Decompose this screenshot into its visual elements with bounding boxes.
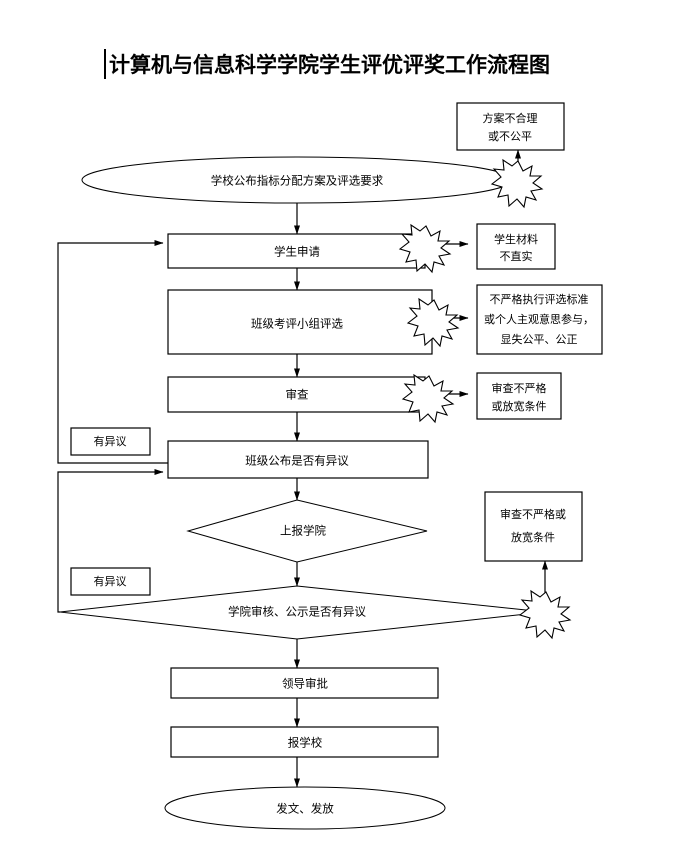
note-r4-line2: 或放宽条件 — [492, 399, 547, 413]
note-r3-line1: 不严格执行评选标准 — [490, 292, 589, 306]
note-r4-line1: 审查不严格 — [492, 381, 547, 395]
page-title: 计算机与信息科学学院学生评优评奖工作流程图 — [104, 44, 634, 84]
node-n8-label: 领导审批 — [282, 677, 328, 691]
edge-feedback-n7-to-n5 — [57, 469, 164, 613]
node-n5-label: 班级公布是否有异议 — [245, 454, 349, 468]
note-r2-line1: 学生材料 — [494, 232, 538, 246]
page-title-text: 计算机与信息科学学院学生评优评奖工作流程图 — [109, 51, 550, 77]
note-r2-shape[interactable] — [476, 223, 556, 270]
node-n6-shape[interactable] — [186, 499, 428, 563]
node-n6-label: 上报学院 — [280, 524, 326, 538]
node-n4-shape[interactable] — [167, 376, 426, 413]
note-r1-line1: 方案不合理 — [483, 111, 538, 125]
node-n2-label: 学生申请 — [274, 245, 320, 259]
edge-label-objection1-shape[interactable] — [70, 427, 151, 456]
burst-icon-n1 — [490, 158, 544, 209]
node-n8-shape[interactable] — [170, 667, 439, 699]
title-left-rule — [104, 49, 106, 79]
note-r5-shape[interactable] — [484, 491, 583, 562]
note-r2-line2: 不直实 — [500, 249, 533, 263]
note-r5-line2: 放宽条件 — [511, 530, 555, 544]
note-r5-line1: 审查不严格或 — [500, 507, 566, 521]
edge-feedback-n5-to-n2 — [57, 240, 168, 464]
node-n1-label: 学校公布指标分配方案及评选要求 — [211, 174, 384, 188]
node-n5-shape[interactable] — [167, 440, 429, 479]
edge-label-objection2-shape[interactable] — [70, 567, 151, 596]
node-n4-label: 审查 — [286, 388, 309, 402]
node-n7-shape[interactable] — [59, 585, 546, 640]
node-n9-label: 报学校 — [288, 736, 323, 750]
node-n10-label: 发文、发放 — [276, 802, 334, 816]
node-n3-label: 班级考评小组评选 — [251, 317, 343, 331]
node-n7-label: 学院审核、公示是否有异议 — [228, 605, 366, 619]
burst-icon-n7 — [518, 589, 572, 640]
burst-icon-n4 — [401, 373, 455, 424]
note-r3-line3: 显失公平、公正 — [501, 333, 578, 346]
burst-icon-n2 — [398, 223, 452, 274]
note-r1-line2: 或不公平 — [488, 130, 532, 143]
note-r3-line2: 或个人主观意思参与， — [484, 312, 594, 326]
edge-label-objection1-text: 有异议 — [94, 434, 127, 448]
node-n9-shape[interactable] — [170, 726, 439, 758]
note-r1-shape[interactable] — [456, 102, 565, 151]
burst-icon-n3 — [406, 297, 460, 348]
edge-label-objection2-text: 有异议 — [94, 574, 127, 588]
note-r4-shape[interactable] — [476, 372, 562, 420]
node-n10-shape[interactable] — [164, 786, 446, 830]
note-r3-shape[interactable] — [476, 284, 603, 355]
